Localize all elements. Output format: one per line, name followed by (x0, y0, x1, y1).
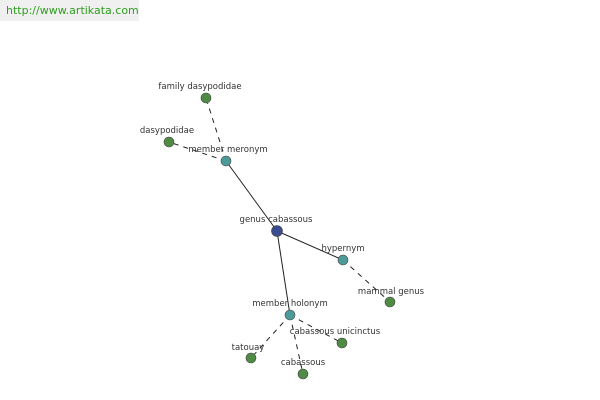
node-cabassous-unicinctus[interactable]: cabassous unicinctus (290, 327, 381, 349)
node-dot-mammal-genus[interactable] (384, 296, 396, 308)
node-label-member-meronym[interactable]: member meronym (188, 145, 267, 155)
node-dot-cabassous-unicinctus[interactable] (336, 337, 348, 349)
node-mammal-genus[interactable]: mammal genus (358, 287, 425, 308)
node-hypernym[interactable]: hypernym (321, 244, 365, 266)
node-label-member-holonym[interactable]: member holonym (252, 299, 327, 309)
node-label-hypernym[interactable]: hypernym (321, 244, 364, 254)
node-member-holonym[interactable]: member holonym (252, 299, 328, 321)
edge-member-meronym-to-family-dasypodidae (205, 97, 227, 162)
node-dot-hypernym[interactable] (337, 254, 349, 266)
node-genus-cabassous[interactable]: genus cabassous (240, 215, 313, 237)
node-label-genus-cabassous[interactable]: genus cabassous (240, 215, 313, 225)
node-dot-tatouay[interactable] (245, 352, 257, 364)
node-dot-dasypodidae[interactable] (163, 136, 175, 148)
artikata-link[interactable]: http://www.artikata.com (0, 0, 139, 21)
node-label-tatouay[interactable]: tatouay (232, 343, 265, 353)
edge-member-meronym-to-dasypodidae (168, 141, 227, 162)
edge-genus-cabassous-to-member-holonym (276, 230, 291, 316)
node-dot-genus-cabassous[interactable] (271, 225, 283, 237)
node-label-mammal-genus[interactable]: mammal genus (358, 287, 425, 297)
node-label-family-dasypodidae[interactable]: family dasypodidae (158, 82, 241, 92)
node-cabassous[interactable]: cabassous (281, 358, 326, 380)
edge-member-holonym-to-cabassous (289, 314, 304, 375)
node-label-cabassous[interactable]: cabassous (281, 358, 326, 368)
node-label-dasypodidae[interactable]: dasypodidae (140, 126, 194, 136)
node-dot-member-meronym[interactable] (220, 155, 232, 167)
node-tatouay[interactable]: tatouay (232, 343, 265, 364)
node-family-dasypodidae[interactable]: family dasypodidae (158, 82, 242, 104)
edge-genus-cabassous-to-member-meronym (225, 160, 278, 232)
edge-hypernym-to-mammal-genus (342, 259, 391, 303)
node-dasypodidae[interactable]: dasypodidae (140, 126, 194, 148)
node-member-meronym[interactable]: member meronym (188, 145, 268, 167)
node-dot-cabassous[interactable] (297, 368, 309, 380)
node-dot-member-holonym[interactable] (284, 309, 296, 321)
edge-genus-cabassous-to-hypernym (276, 230, 344, 261)
graph-nodes: genus cabassous member meronym hypernym mem… (140, 82, 425, 380)
node-dot-family-dasypodidae[interactable] (200, 92, 212, 104)
node-label-cabassous-unicinctus[interactable]: cabassous unicinctus (290, 327, 381, 337)
graph-edges (168, 97, 391, 375)
